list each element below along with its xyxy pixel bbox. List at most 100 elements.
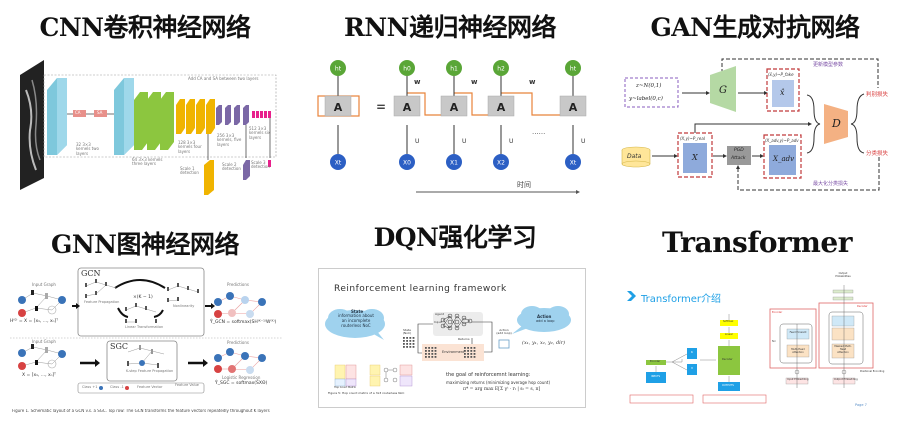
gan-real-x: X — [692, 153, 698, 162]
gnn-times-k: ×(K − 1) — [133, 295, 153, 300]
gnn-nonlinearity-label: Nonlinearity — [173, 304, 195, 308]
dqn-slide — [318, 268, 586, 408]
rnn-output-label: h0 — [403, 66, 411, 73]
tf-pos-enc-label: Positional Encoding — [860, 370, 885, 373]
gnn-legend-class-pos: Class +1 — [82, 385, 98, 389]
rnn-u-label: U — [415, 138, 419, 145]
tf-decoder-label: Decoder — [722, 358, 733, 361]
cnn-k2-label: 64 3×3 kernels three layers — [132, 157, 163, 167]
gnn-legend-feature-value: Feature Value — [175, 383, 199, 387]
rnn-cell-box — [487, 95, 515, 117]
tf-arch-encoder-frame — [769, 308, 817, 369]
cnn-k1-label: 32 3×3 kernels two layers — [76, 142, 99, 156]
gnn-predictions-label-1: Predictions — [227, 282, 249, 287]
dqn-figure-caption: Figure 5: Hop count matrix of a 3x3 rout… — [328, 391, 405, 395]
cnn-ca-label: CA — [75, 110, 81, 115]
rnn-output-label: ht — [335, 66, 342, 73]
tf-output-seq-box — [702, 394, 767, 404]
tf-out-probs-label: Output Probabilities — [835, 272, 851, 278]
dqn-title: DQN强化学习 — [373, 223, 537, 252]
tf-encoder-label: Encoder — [650, 360, 661, 363]
cnn-ca-box — [73, 110, 86, 117]
gnn-h-eq: H⁽⁰⁾ = X = [x₁, ..., xₙ]ᵀ — [10, 319, 58, 324]
gan-pgd-label2: Attack — [731, 156, 746, 161]
tf-out-emb-label: Output Embedding — [834, 378, 858, 381]
gnn-logistic-label: Logistic Regression — [222, 375, 261, 380]
tf-linear-box — [720, 333, 738, 339]
gnn-gcn-label: GCN — [81, 269, 101, 278]
gan-noise-box — [624, 77, 679, 108]
gnn-k-step-label: K-step Feature Propagation — [126, 369, 174, 373]
dqn-goal-line1: the goal of reinforcemnt learning: — [446, 372, 531, 378]
dqn-action-small-label: Action (add loop) — [496, 328, 512, 336]
gan-generator — [710, 66, 736, 112]
gan-d-label: D — [832, 117, 841, 130]
tf-nx-label: N× — [772, 340, 776, 343]
rnn-output-node — [399, 60, 415, 76]
cnn-k4-label: 256 3×3 kernels, five layers — [217, 133, 242, 147]
gnn-predictions-1 — [217, 295, 263, 315]
dqn-environment-label: Environment — [442, 350, 465, 354]
gan-discriminator — [824, 104, 848, 144]
rnn-output-node — [330, 60, 346, 76]
gan-real-dist: (X,y)~P_real — [680, 136, 705, 141]
tf-arch-decoder-label: Decoder — [857, 305, 868, 308]
dqn-formula: π* = arg max E[Σ γᵗ · rₜ | sₜ = s, π] — [463, 387, 541, 392]
tf-softmax-label: Softmax — [723, 320, 734, 323]
rnn-time-label: 时间 — [517, 181, 531, 189]
dqn-state-grid — [403, 337, 476, 358]
tf-v-box — [687, 364, 697, 375]
gnn-predictions-2 — [217, 351, 263, 371]
gnn-predictions-label-2: Predictions — [227, 340, 249, 345]
cnn-green-layers — [134, 92, 174, 150]
cnn-title: CNN卷积神经网络 — [39, 13, 251, 42]
cnn-sa-box — [94, 110, 107, 117]
gnn-legend-box — [77, 382, 205, 394]
tf-v-label: V — [691, 366, 694, 370]
gnn-title: GNN图神经网络 — [50, 230, 240, 259]
gnn-input-graph-label-1: Input Graph — [32, 282, 56, 287]
gan-panel: GAN生成对抗网络 — [600, 0, 903, 205]
rnn-output-node — [565, 60, 581, 76]
cnn-banner-label: Add CA and SA between two layers — [188, 76, 259, 81]
gnn-y-sgc: Ŷ_SGC = softmax(S̄XΘ) — [215, 381, 268, 386]
cnn-scale1-output — [204, 160, 214, 195]
cnn-yellow-layers — [176, 99, 215, 134]
gan-data-label: Data — [627, 153, 642, 160]
rnn-output-node — [446, 60, 462, 76]
rnn-cell-label: A — [334, 101, 343, 114]
rnn-u-label: U — [462, 138, 466, 145]
rnn-input-node — [399, 154, 415, 170]
gan-adv-x: X_adv — [773, 155, 795, 163]
tf-inputs-box — [646, 372, 666, 383]
gnn-caption: Figure 1. Schematic layout of a GCN v.s.… — [12, 409, 270, 413]
gan-g-label: G — [719, 85, 727, 96]
rnn-input-node — [565, 154, 581, 170]
rnn-cell-box — [324, 95, 352, 117]
gan-loss-cls: 分类损失 — [866, 151, 889, 157]
rnn-u-label: U — [509, 138, 513, 145]
rnn-input-label: Xt — [335, 160, 342, 167]
gan-adv-dist: (X_adv,y)~P_adv — [765, 138, 799, 143]
cnn-panel: CNN卷积神经网络 — [0, 0, 300, 205]
gnn-gcn-mini-graphs — [85, 281, 199, 323]
dqn-panel: DQN强化学习 — [300, 210, 610, 422]
gnn-legend-feature-vector: Feature Vector — [137, 385, 163, 389]
gan-fake-sample — [772, 80, 794, 107]
gnn-sgc-mini-graph — [127, 347, 165, 366]
rnn-u-label: U — [581, 138, 585, 145]
cnn-k5-label: 512 3×3 kernels six layers — [249, 126, 271, 140]
tf-page-label: Page 7 — [855, 403, 867, 407]
transformer-title: Transformer — [662, 226, 852, 259]
gan-loss-judge: 判别损失 — [866, 92, 889, 98]
rnn-input-label: X0 — [403, 160, 411, 167]
rnn-cell-label: A — [403, 101, 412, 114]
tf-linear-label: Linear — [725, 333, 733, 336]
tf-inputs-label: INPUTS — [651, 375, 661, 378]
cnn-diagram — [20, 60, 277, 195]
dqn-diagram — [325, 306, 571, 387]
rnn-cell-label: A — [497, 101, 506, 114]
gan-top-loop-label: 更新模型参数 — [813, 62, 844, 68]
gan-pgd-label1: PGD — [734, 148, 744, 153]
